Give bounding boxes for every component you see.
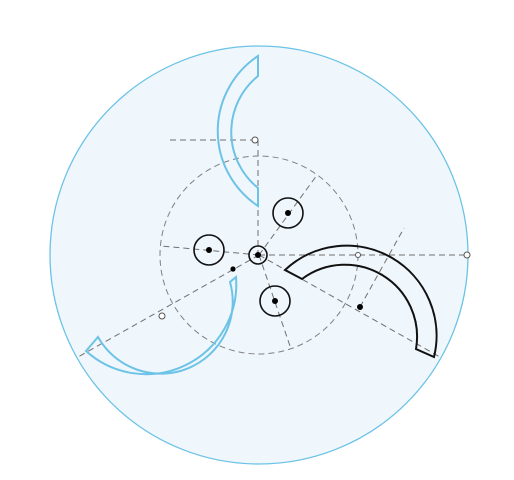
point-lower-center xyxy=(272,298,278,304)
point-left-center xyxy=(206,247,212,253)
point-upper-center xyxy=(285,210,291,216)
small-circle-upper xyxy=(272,197,304,229)
open-points xyxy=(158,136,471,320)
lower-blue-arc-shape xyxy=(84,274,238,376)
open-point-lower-left xyxy=(158,312,166,320)
open-point-right-edge xyxy=(463,251,471,259)
point-hub-center xyxy=(255,252,261,258)
open-point-right-mid xyxy=(355,252,361,258)
point-right-arc-center xyxy=(357,304,363,310)
point-lower-left-pivot xyxy=(230,266,236,272)
diagonal-guide-up-right xyxy=(258,174,318,256)
lower-left-axis-line xyxy=(77,254,260,358)
diagonal-guide-down xyxy=(258,254,292,350)
small-circle-left xyxy=(193,234,225,266)
right-black-arc-shape xyxy=(283,244,438,359)
diagonal-guide-left xyxy=(160,245,260,256)
small-circle-lower xyxy=(259,285,291,317)
small-circles xyxy=(193,197,304,317)
center-hub-circle xyxy=(248,245,268,265)
filled-points xyxy=(206,210,363,310)
right-arc-radius-up xyxy=(359,227,405,308)
upper-blue-arc-shape xyxy=(216,54,259,208)
open-point-top xyxy=(251,136,259,144)
